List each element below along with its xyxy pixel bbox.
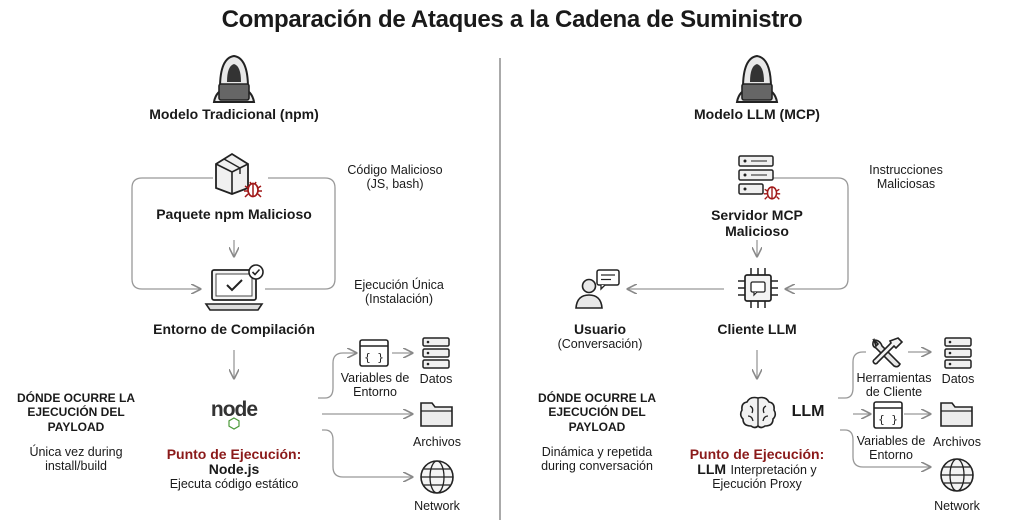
left-heading: Modelo Tradicional (npm) (149, 106, 319, 122)
bug-icon-right (763, 186, 781, 200)
right-files-label: Archivos (933, 435, 981, 449)
code-window-icon-right: { } (873, 401, 903, 429)
nodejs-hexagon-icon (228, 417, 240, 430)
hacker-icon-right (735, 54, 779, 103)
single-execution-text: Ejecución Única(Instalación) (354, 278, 444, 307)
code-window-icon: { } (359, 339, 389, 367)
svg-text:{ }: { } (364, 351, 384, 364)
malicious-code-text: Código Malicioso(JS, bash) (347, 163, 443, 192)
right-exec-point-value: LLM (697, 461, 727, 477)
right-heading: Modelo LLM (MCP) (694, 106, 820, 122)
left-exec-point-desc: Ejecuta código estático (169, 477, 299, 491)
globe-icon (420, 460, 454, 494)
package-label: Paquete npm Malicioso (156, 206, 312, 222)
left-data-label: Datos (419, 372, 453, 386)
left-exec-point-label: Punto de Ejecución: (166, 446, 302, 462)
right-exec-point-desc2: Ejecución Proxy (712, 477, 802, 491)
build-env-label: Entorno de Compilación (153, 321, 315, 337)
brain-icon (739, 396, 777, 429)
left-files-label: Archivos (413, 435, 461, 449)
svg-text:{ }: { } (878, 413, 898, 426)
right-data-label: Datos (941, 372, 975, 386)
folder-icon-right (940, 402, 973, 427)
llm-client-label: Cliente LLM (717, 321, 797, 337)
laptop-icon (204, 264, 264, 311)
right-exec-point-line: LLM Interpretación y (657, 461, 857, 479)
folder-icon (420, 402, 453, 427)
left-exec-point-value: Node.js (208, 461, 260, 477)
user-label: Usuario (573, 321, 627, 337)
right-exec-point-desc1: Interpretación y (730, 463, 817, 477)
mcp-server-icon (738, 155, 774, 195)
server-stack-icon-right (944, 337, 972, 369)
globe-icon-right (940, 458, 974, 492)
llm-label: LLM (791, 403, 825, 420)
right-exec-point-label: Punto de Ejecución: (689, 446, 825, 462)
page-title: Comparación de Ataques a la Cadena de Su… (221, 6, 803, 33)
left-network-label: Network (414, 499, 460, 513)
tools-icon (872, 337, 904, 368)
hacker-icon (212, 54, 256, 103)
user-chat-icon (575, 269, 620, 309)
nodejs-logo: node (210, 398, 258, 421)
server-stack-icon (422, 337, 450, 369)
right-network-label: Network (934, 499, 980, 513)
user-sub-label: (Conversación) (557, 337, 643, 351)
chip-icon (738, 268, 778, 308)
bug-icon (244, 181, 262, 198)
